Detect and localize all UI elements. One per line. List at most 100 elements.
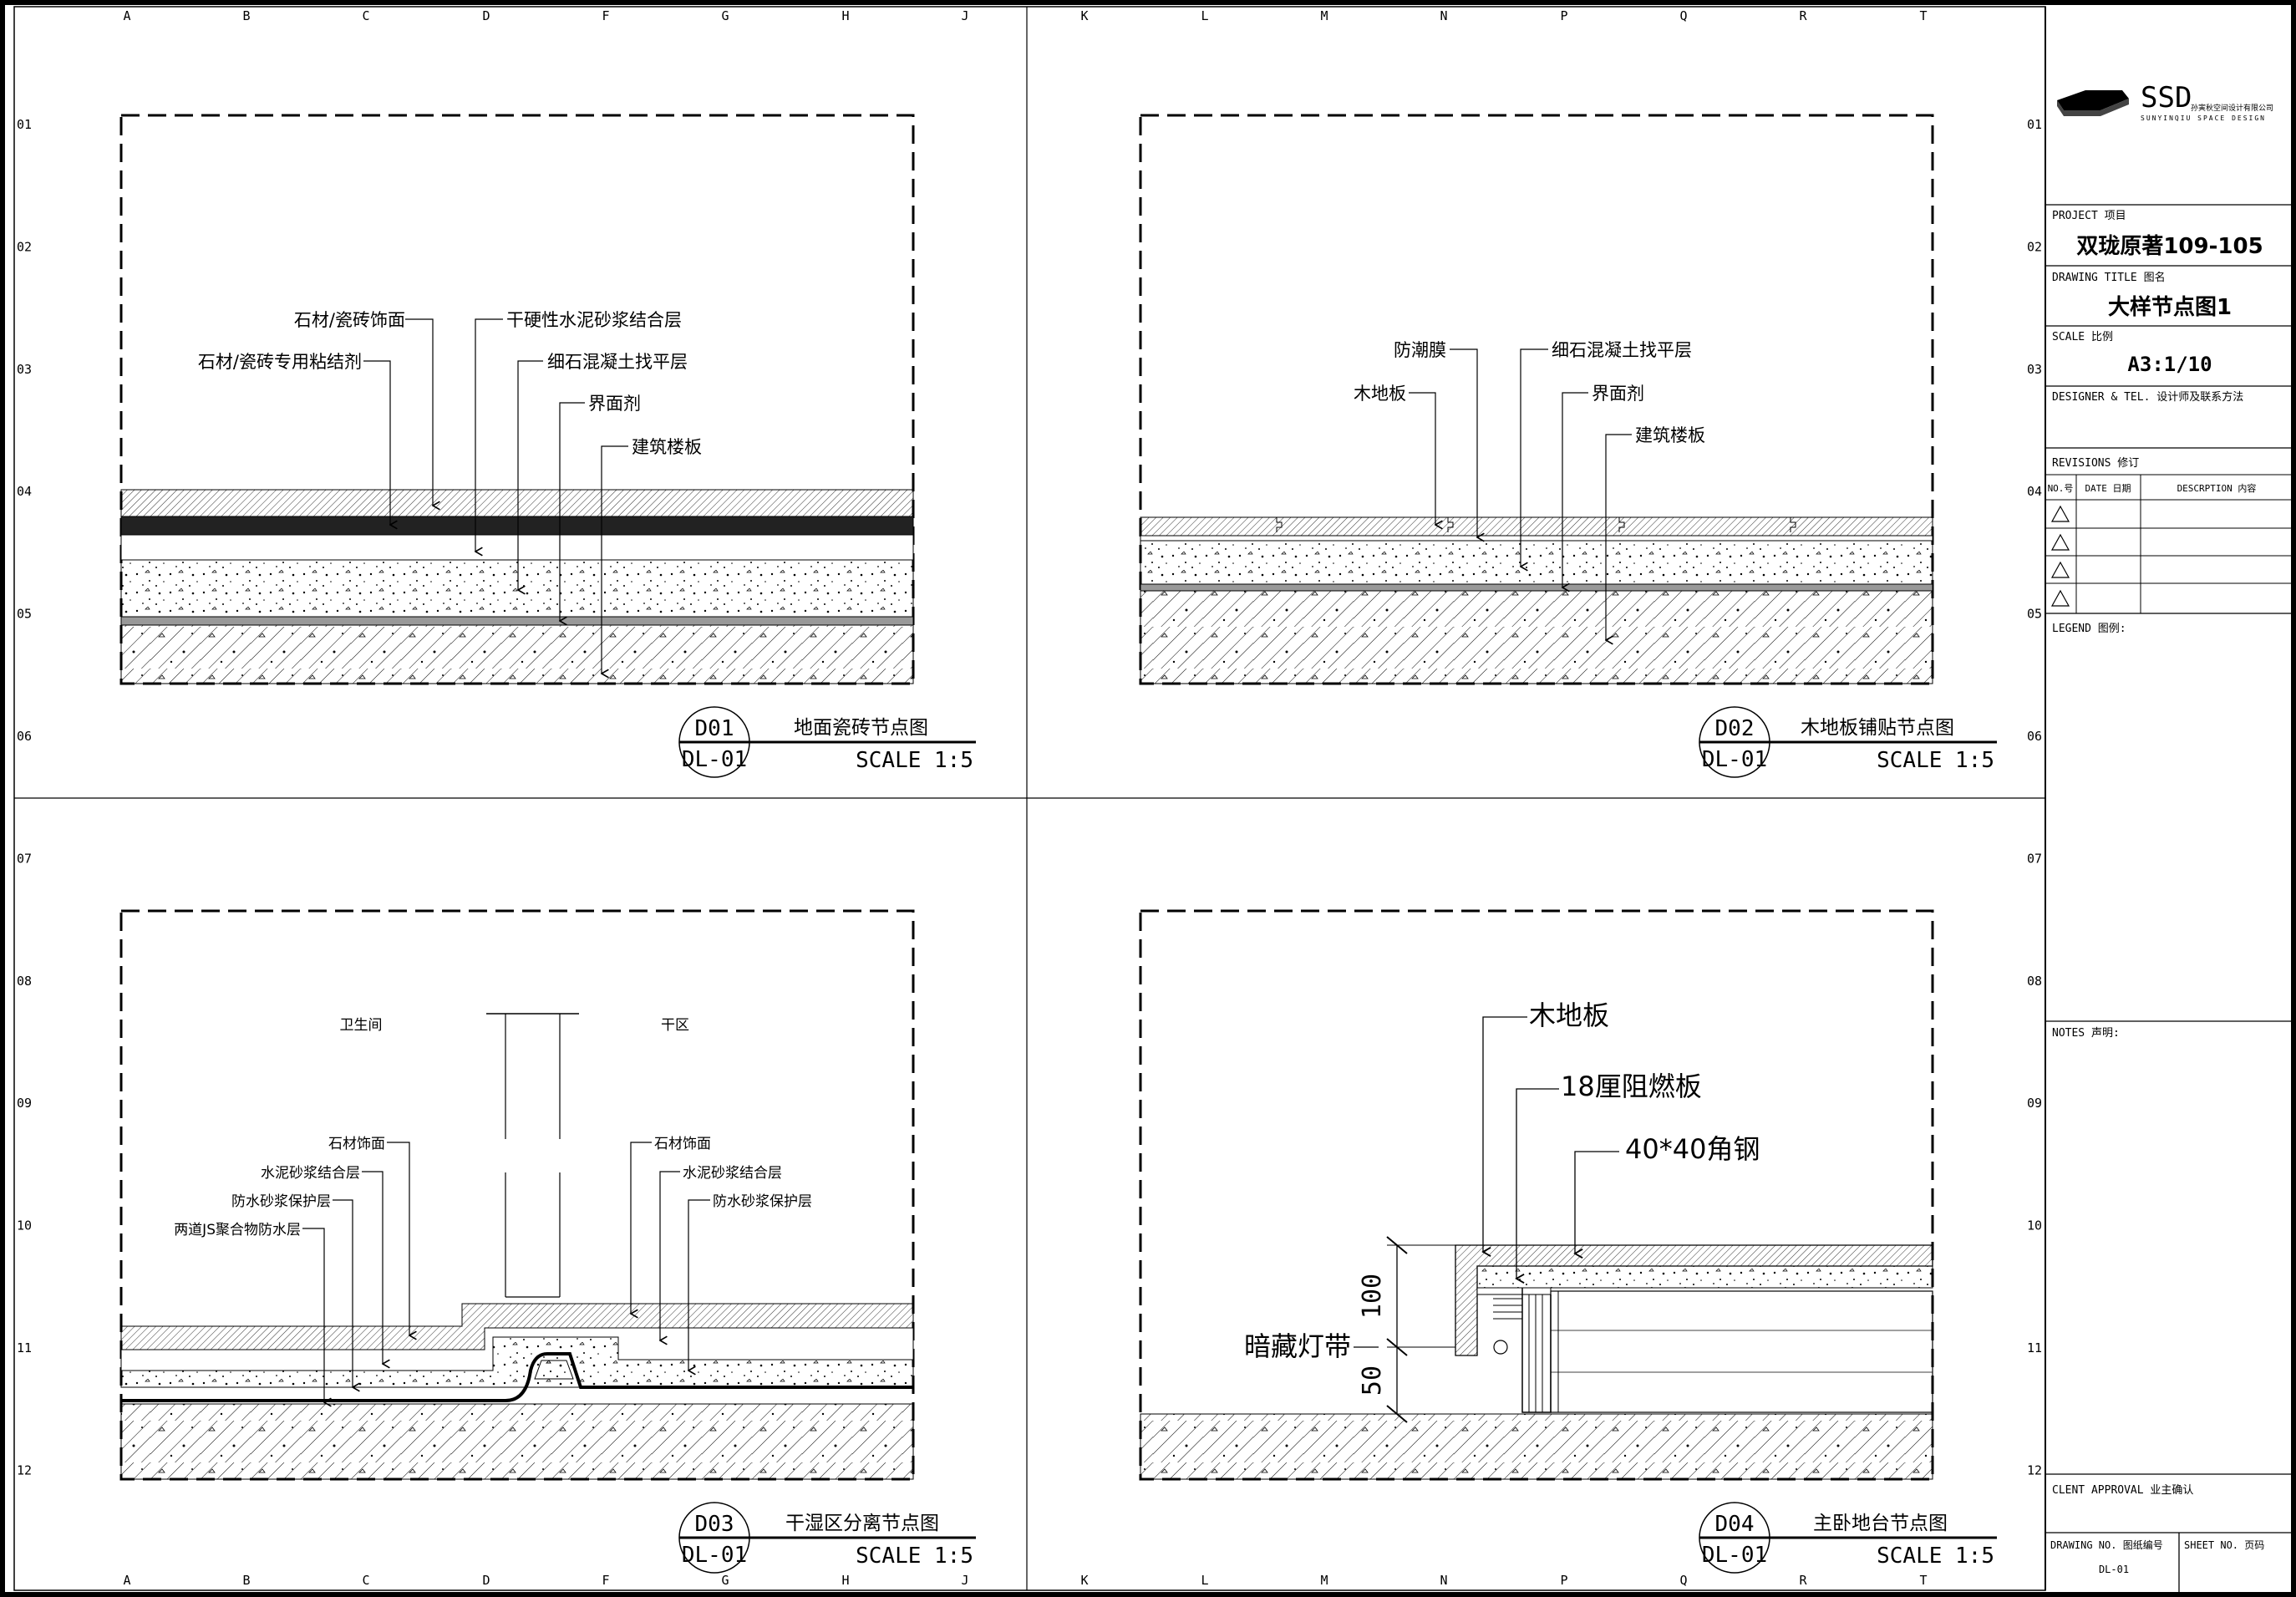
- grid-row-label-left: 03: [17, 362, 32, 377]
- detail-frame: [1139, 909, 1934, 1481]
- grid-col-label-bottom: K: [1080, 1573, 1088, 1588]
- grid-col-label-bottom: T: [1919, 1573, 1927, 1588]
- grid-col-label-top: Q: [1679, 8, 1687, 23]
- label-wood-floor: 木地板: [1529, 999, 1609, 1031]
- grid-col-label-top: L: [1201, 8, 1208, 23]
- detail-title: 主卧地台节点图: [1813, 1513, 1948, 1534]
- label-mortar-right: 水泥砂浆结合层: [683, 1165, 782, 1182]
- grid-row-label-left: 10: [17, 1218, 32, 1233]
- slab-layer: [120, 1403, 914, 1480]
- grid-row-label-left: 12: [17, 1462, 32, 1477]
- room-label-dry-area: 干区: [661, 1017, 689, 1034]
- label-building-slab: 建筑楼板: [632, 437, 702, 457]
- company-name-cn: 孙寅秋空间设计有限公司: [2191, 103, 2273, 113]
- grid-col-label-bottom: B: [242, 1573, 250, 1588]
- interface-layer: [1140, 583, 1933, 592]
- label-angle-steel: 40*40角钢: [1625, 1133, 1760, 1165]
- drawing-title-label: DRAWING TITLE 图名: [2052, 271, 2166, 284]
- project-name: 双珑原著109-105: [2076, 234, 2263, 259]
- grid-col-label-bottom: A: [123, 1573, 130, 1588]
- grid-col-label-top: P: [1560, 8, 1567, 23]
- slab-layer: [1140, 590, 1933, 684]
- grid-col-label-bottom: H: [841, 1573, 849, 1588]
- dimension-50: 50: [1358, 1366, 1387, 1396]
- label-wood-floor: 木地板: [1354, 384, 1406, 404]
- logo-text: SSD: [2141, 81, 2192, 114]
- sheet-no-label: SHEET NO. 页码: [2184, 1539, 2264, 1551]
- label-moisture-film: 防潮膜: [1394, 340, 1446, 360]
- revisions-label: REVISIONS 修订: [2052, 457, 2139, 470]
- screed-layer: [120, 559, 914, 618]
- grid-row-label-left: 08: [17, 974, 32, 989]
- led-strip-icon: [1493, 1340, 1508, 1355]
- notes-label: NOTES 声明:: [2052, 1027, 2120, 1040]
- detail-scale: SCALE 1:5: [1877, 1544, 1994, 1569]
- detail-scale: SCALE 1:5: [856, 748, 973, 773]
- client-approval-label: CLENT APPROVAL 业主确认: [2052, 1484, 2193, 1497]
- grid-col-label-bottom: L: [1201, 1573, 1208, 1588]
- grid-col-label-bottom: J: [961, 1573, 968, 1588]
- detail-code: D02: [1715, 716, 1755, 741]
- dimension-100: 100: [1358, 1274, 1387, 1319]
- detail-title: 木地板铺贴节点图: [1801, 717, 1954, 739]
- grid-row-label-right: 05: [2027, 607, 2042, 622]
- detail-d02: 防潮膜 细石混凝土找平层 木地板 界面剂 建筑楼板 D02 DL-01 木地板铺…: [1139, 114, 1997, 778]
- js-waterproof-membrane: [121, 1352, 913, 1402]
- grid-row-label-right: 06: [2027, 729, 2042, 744]
- grid-col-label-bottom: F: [602, 1573, 609, 1588]
- drawing-title: 大样节点图1: [2108, 294, 2232, 320]
- moisture-film-layer: [1140, 535, 1933, 542]
- detail-sheet-ref: DL-01: [682, 1543, 747, 1568]
- detail-d03: 卫生间 干区 石材饰面 水泥砂浆结合层 防水砂浆保护层 两道JS聚合物防水层 石…: [119, 909, 976, 1574]
- label-interface-agent: 界面剂: [588, 394, 641, 414]
- label-stone-finish-left: 石材饰面: [328, 1136, 385, 1152]
- grid-row-label-left: 04: [17, 484, 32, 499]
- grid-row-label-left: 02: [17, 239, 32, 254]
- detail-scale: SCALE 1:5: [856, 1544, 973, 1569]
- grid-col-label-bottom: M: [1320, 1573, 1328, 1588]
- scale-value: A3:1/10: [2127, 353, 2212, 376]
- revision-triangle-icon: [2050, 505, 2070, 522]
- grid-col-label-top: H: [841, 8, 849, 23]
- grid-row-label-right: 04: [2027, 484, 2042, 499]
- label-waterproof-mortar-left: 防水砂浆保护层: [231, 1193, 331, 1210]
- label-waterproof-mortar-right: 防水砂浆保护层: [713, 1193, 812, 1210]
- grid-row-label-right: 01: [2027, 117, 2042, 132]
- waterproof-layer: [120, 1336, 914, 1388]
- grid-row-label-left: 06: [17, 729, 32, 744]
- slab-layer: [120, 624, 914, 684]
- grid-row-label-left: 01: [17, 117, 32, 132]
- company-name-en: SUNYINQIU SPACE DESIGN: [2141, 114, 2266, 122]
- mortar-layer: [120, 534, 914, 561]
- grid-col-label-bottom: Q: [1679, 1573, 1687, 1588]
- platform-wood-floor: [1455, 1244, 1933, 1356]
- label-stone-finish-right: 石材饰面: [654, 1136, 711, 1152]
- interface-layer: [120, 616, 914, 626]
- detail-d04: 100 50 木地板 18厘阻燃板 40*40角钢 暗藏灯带 D04 DL-01…: [1139, 909, 1997, 1574]
- grid-col-label-bottom: C: [362, 1573, 369, 1588]
- grid-row-label-right: 10: [2027, 1218, 2042, 1233]
- grid-col-label-top: N: [1440, 8, 1447, 23]
- detail-code: D01: [695, 716, 734, 741]
- grid-col-label-bottom: G: [721, 1573, 729, 1588]
- ssd-logo: SSD 孙寅秋空间设计有限公司 SUNYINQIU SPACE DESIGN: [2057, 81, 2273, 122]
- label-fire-retardant-board: 18厘阻燃板: [1561, 1071, 1702, 1102]
- grid-col-label-top: C: [362, 8, 369, 23]
- rev-header-desc: DESCRPTION 内容: [2177, 482, 2257, 494]
- designer-label: DESIGNER & TEL. 设计师及联系方法: [2052, 390, 2243, 404]
- rev-header-no: NO.号: [2048, 483, 2074, 494]
- grid-col-label-bottom: D: [482, 1573, 490, 1588]
- grid-col-label-top: M: [1320, 8, 1328, 23]
- grid-row-label-left: 07: [17, 851, 32, 866]
- grid-row-label-left: 09: [17, 1096, 32, 1111]
- grid-row-label-right: 07: [2027, 851, 2042, 866]
- grid-col-label-top: J: [961, 8, 968, 23]
- revision-triangle-icon: [2050, 561, 2070, 578]
- detail-code: D03: [695, 1512, 734, 1537]
- screed-layer: [1140, 540, 1933, 585]
- grid-col-label-bottom: N: [1440, 1573, 1447, 1588]
- scale-label: SCALE 比例: [2052, 331, 2113, 343]
